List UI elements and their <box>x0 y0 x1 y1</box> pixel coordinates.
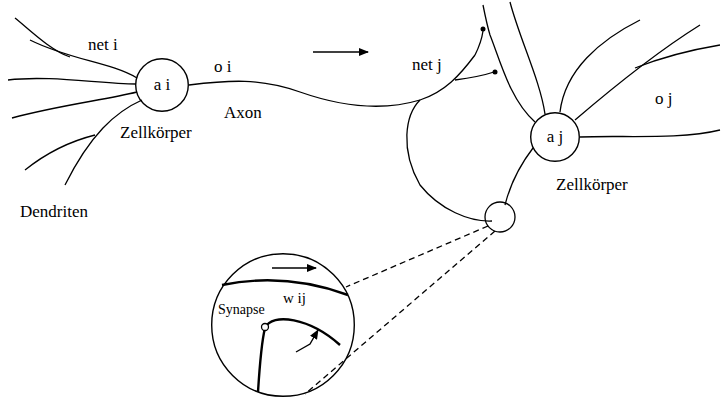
activation-label: a j <box>547 128 564 147</box>
zoom-leader <box>305 231 495 394</box>
part-label: Zellkörper <box>120 124 192 143</box>
dendrite <box>510 2 545 114</box>
axon-branch <box>475 31 483 55</box>
part-label: net j <box>412 56 442 75</box>
axon-terminal <box>481 27 486 32</box>
dendrite <box>505 148 533 205</box>
dendrite <box>25 135 95 170</box>
synapse-label: w ij <box>283 290 306 307</box>
axon-branch <box>407 100 492 221</box>
magnifier-circle: w ij Synapse <box>211 253 355 397</box>
dendrite <box>15 18 70 57</box>
zoom-circle <box>485 202 515 232</box>
axon-branch <box>455 72 494 80</box>
dendrite <box>65 100 142 185</box>
axon-terminal <box>493 70 498 75</box>
dendrite <box>483 5 535 122</box>
cell-body: a j <box>530 112 580 162</box>
dendrite <box>8 78 136 84</box>
dendrite <box>575 25 700 120</box>
part-label: net i <box>88 36 118 55</box>
cell-body: a i <box>135 58 189 112</box>
node-outline <box>211 253 355 397</box>
direction-arrow <box>296 330 318 352</box>
dendrite <box>30 40 137 78</box>
axon <box>580 130 720 137</box>
activation-label: a i <box>154 76 171 95</box>
synapse-label: Synapse <box>218 302 265 317</box>
part-label: Axon <box>224 104 262 123</box>
part-label: Dendriten <box>20 203 88 222</box>
part-label: o j <box>655 90 672 109</box>
dendrite <box>635 45 720 68</box>
part-label: o i <box>214 58 231 77</box>
part-label: Zellkörper <box>556 176 628 195</box>
direction-arrow <box>313 51 368 52</box>
direction-arrow <box>272 267 316 269</box>
zoom-leader <box>346 226 488 287</box>
synapse-knob <box>262 324 269 331</box>
axon <box>189 55 475 106</box>
